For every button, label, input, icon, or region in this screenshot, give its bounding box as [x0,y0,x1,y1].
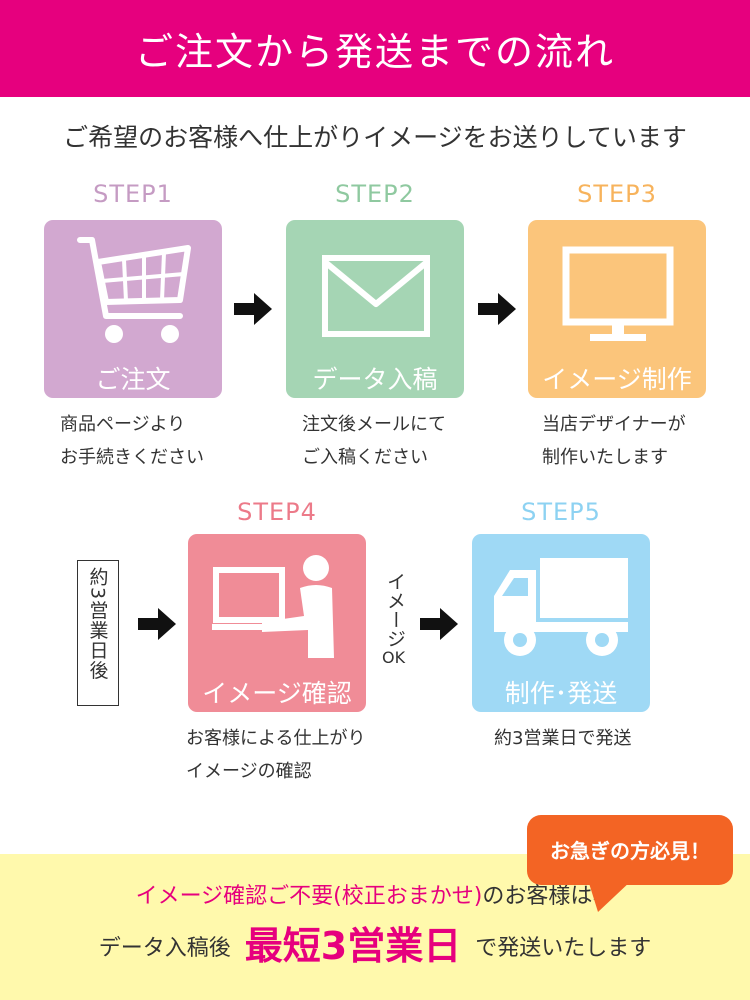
step3-desc-line1: 当店デザイナーが [542,414,686,435]
step1-label: STEP1 [93,180,173,208]
banner-line2: データ入稿後最短3営業日で発送いたします [0,915,750,970]
banner-line1: イメージ確認ご不要(校正おまかせ)のお客様は、 [0,878,750,910]
step3-desc-line2: 制作いたします [542,447,668,468]
banner-line2-pre: データ入稿後 [98,936,231,961]
approval-note: イメージ [384,572,406,648]
banner-shortest-days: 最短3営業日 [244,924,462,968]
step3-description: 当店デザイナーが 制作いたします [542,408,686,474]
step1-box: ご注文 [44,220,222,398]
step2-box: データ入稿 [286,220,464,398]
header-bar: ご注文から発送までの流れ [0,0,750,97]
duration-note-box: 約3営業日後 [77,560,119,706]
shopping-cart-icon [77,237,191,343]
step5-title: 制作･発送 [504,679,618,708]
arrow-right-icon [138,608,176,640]
urgent-badge: お急ぎの方必見！ [527,815,733,885]
step4-description: お客様による仕上がり イメージの確認 [186,722,365,788]
step2-title: データ入稿 [312,365,438,394]
duration-note: 約3営業日後 [86,567,109,681]
subtitle: ご希望のお客様へ仕上がりイメージをお送りしています [63,123,687,152]
urgent-badge-text: お急ぎの方必見！ [550,839,710,863]
step4-title: イメージ確認 [202,679,352,708]
step5-box: 制作･発送 [472,534,650,712]
arrow-right-icon [420,608,458,640]
step3-label: STEP3 [577,180,657,208]
banner-highlight: イメージ確認ご不要(校正おまかせ) [135,884,483,909]
step1-title: ご注文 [95,365,171,394]
step5-description: 約3営業日で発送 [494,722,631,755]
step5-desc-line1: 約3営業日で発送 [494,728,632,749]
step4-label: STEP4 [237,498,317,526]
banner-line2-post: で発送いたします [475,936,652,961]
envelope-icon [322,255,430,337]
approval-ok: OK [382,648,406,667]
step2-desc-line2: ご入稿ください [302,447,428,468]
step4-box: イメージ確認 [188,534,366,712]
step5-label: STEP5 [521,498,601,526]
step3-title: イメージ制作 [542,365,692,394]
truck-icon [494,558,628,656]
step2-label: STEP2 [335,180,415,208]
step4-desc-line2: イメージの確認 [186,761,312,782]
step3-box: イメージ制作 [528,220,706,398]
arrow-right-icon [234,293,272,325]
step1-desc-line1: 商品ページより [60,414,186,435]
page-title: ご注文から発送までの流れ [134,30,615,74]
step2-description: 注文後メールにて ご入稿ください [302,408,446,474]
step4-desc-line1: お客様による仕上がり [186,728,366,749]
step1-description: 商品ページより お手続きください [60,408,204,474]
step1-desc-line2: お手続きください [60,447,204,468]
arrow-right-icon [478,293,516,325]
monitor-icon [562,246,674,341]
speech-bubble-tail [588,880,632,912]
step2-desc-line1: 注文後メールにて [302,414,446,435]
person-computer-icon [212,555,334,658]
